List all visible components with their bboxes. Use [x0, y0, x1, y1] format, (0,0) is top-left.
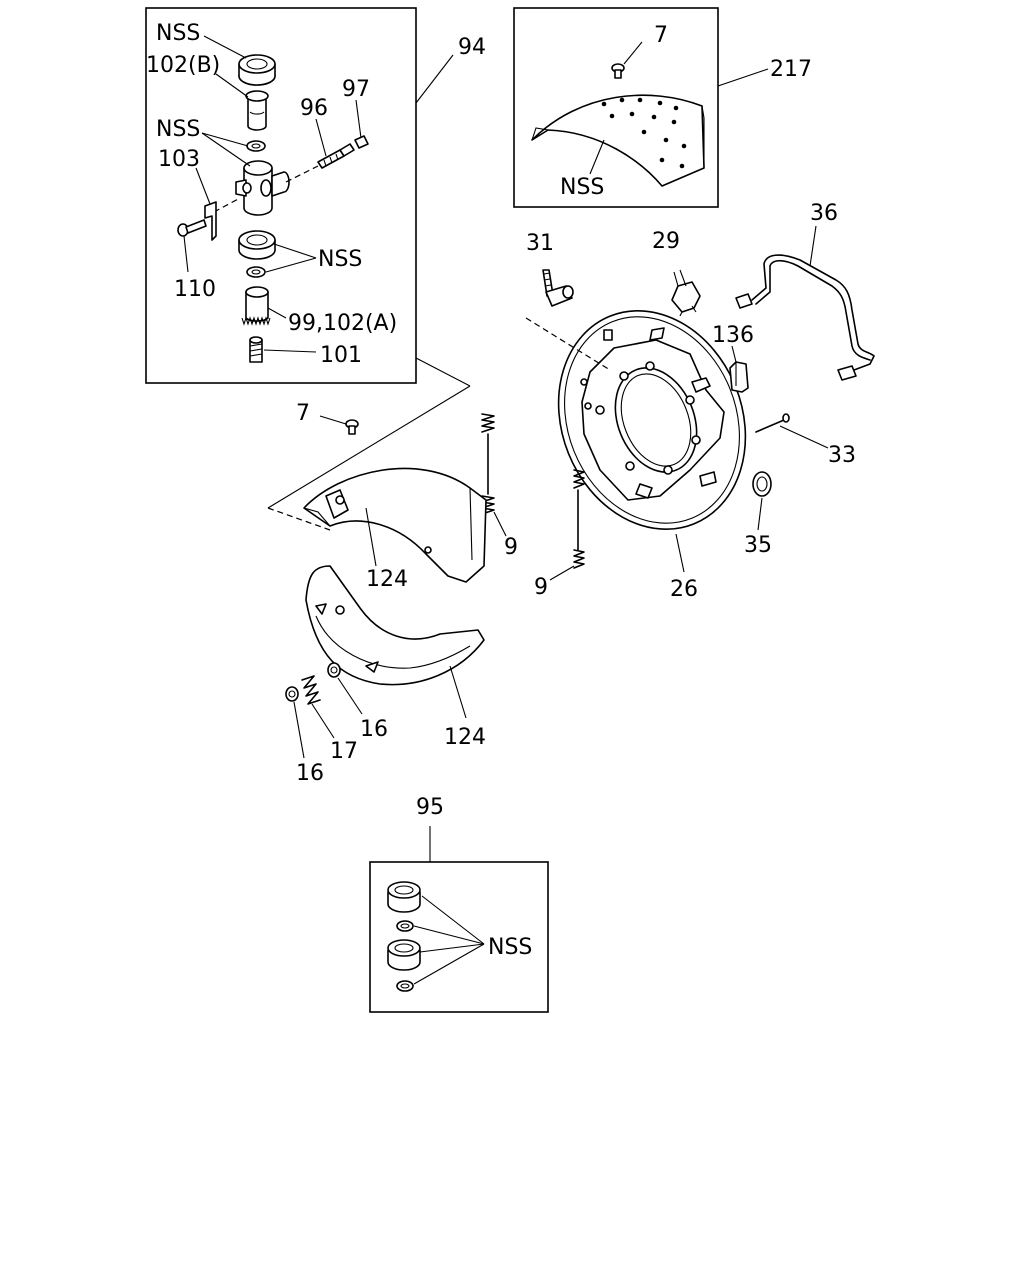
- label-nss-kit: NSS: [488, 935, 532, 960]
- label-36: 36: [810, 201, 838, 226]
- spring-9-upper: [481, 413, 507, 537]
- bracket-29: [671, 269, 701, 317]
- piston-b: [245, 90, 269, 131]
- clip-136: [729, 345, 749, 393]
- cylinder-body: [235, 160, 290, 216]
- label-124-bottom: 124: [444, 725, 486, 750]
- label-96: 96: [300, 96, 328, 121]
- spring-9-right-top: [549, 469, 585, 581]
- label-33: 33: [828, 443, 856, 468]
- plug-35: [752, 471, 772, 531]
- label-103: 103: [158, 147, 200, 172]
- callout-labels: NSS 102(B) 94 97 96 NSS 103 NSS 110 99,1…: [146, 21, 856, 960]
- cylinder-lower-ring: [246, 266, 266, 278]
- label-16-right: 16: [360, 717, 388, 742]
- brake-shoe-lower: [305, 565, 485, 719]
- label-26: 26: [670, 577, 698, 602]
- cylinder-lower-cup: [238, 230, 276, 260]
- label-nss-cylinder-low: NSS: [318, 247, 362, 272]
- label-35: 35: [744, 533, 772, 558]
- label-nss-cylinder-mid: NSS: [156, 117, 200, 142]
- cylinder-leaders: [183, 35, 362, 353]
- label-7-mid: 7: [296, 401, 310, 426]
- bolt-31: [542, 269, 574, 307]
- label-110: 110: [174, 277, 216, 302]
- kit-ring-2: [396, 980, 414, 992]
- rivet-7-top: [611, 41, 643, 79]
- label-102b: 102(B): [146, 53, 220, 78]
- cylinder-top-cup: [238, 54, 276, 86]
- lining-box: [513, 7, 769, 208]
- label-31: 31: [526, 231, 554, 256]
- label-16-left: 16: [296, 761, 324, 786]
- label-29: 29: [652, 229, 680, 254]
- label-136: 136: [712, 323, 754, 348]
- brake-lining: [531, 94, 705, 187]
- label-nss-cylinder-top: NSS: [156, 21, 200, 46]
- rivet-7-mid: [319, 415, 359, 435]
- kit-ring-1: [396, 920, 414, 932]
- backing-plate: [557, 310, 747, 530]
- adjuster-screw-101: [249, 336, 263, 363]
- bracket-103: [204, 201, 217, 241]
- label-124-top: 124: [366, 567, 408, 592]
- washer-16-left: [285, 686, 305, 759]
- wheel-cylinder-box: [145, 7, 454, 384]
- adjuster-99: [241, 286, 271, 326]
- bolt-110: [177, 219, 207, 237]
- brake-pipe-36: [735, 225, 875, 381]
- label-101: 101: [320, 343, 362, 368]
- kit-cup-1: [387, 881, 421, 913]
- label-217: 217: [770, 57, 812, 82]
- pin-33: [755, 413, 829, 449]
- label-9-right: 9: [504, 535, 518, 560]
- label-97: 97: [342, 77, 370, 102]
- label-nss-lining: NSS: [560, 175, 604, 200]
- bleeder-screw: [317, 143, 355, 169]
- label-17: 17: [330, 739, 358, 764]
- label-7-top: 7: [654, 23, 668, 48]
- label-95: 95: [416, 795, 444, 820]
- label-9-left: 9: [534, 575, 548, 600]
- kit-leaders: [413, 895, 485, 985]
- washer-16-right: [327, 662, 363, 715]
- repair-kit-box: [369, 826, 549, 1013]
- spring-17: [301, 675, 335, 739]
- label-94: 94: [458, 35, 486, 60]
- label-99-102a: 99,102(A): [288, 311, 397, 336]
- kit-cup-2: [387, 939, 421, 971]
- brake-shoe-upper: [303, 467, 487, 583]
- cylinder-seal-ring: [246, 140, 266, 152]
